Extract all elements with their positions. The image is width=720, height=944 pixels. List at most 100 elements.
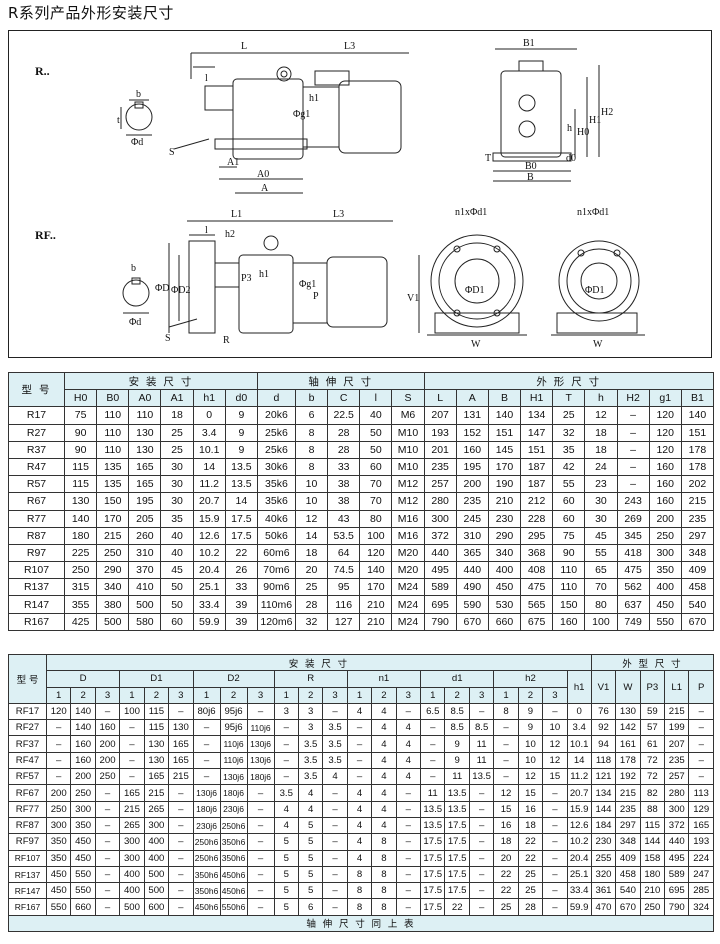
- value-cell: 5: [297, 882, 324, 900]
- value-cell: –: [395, 882, 422, 900]
- value-cell: 297: [615, 816, 641, 835]
- value-cell: 350: [45, 833, 72, 851]
- value-cell: 425: [63, 612, 98, 631]
- value-cell: –: [493, 735, 519, 753]
- index-header: 2: [517, 686, 544, 704]
- value-cell: 76: [590, 702, 617, 721]
- value-cell: 365: [455, 543, 489, 563]
- value-cell: 490: [455, 578, 489, 597]
- value-cell: 4: [371, 800, 397, 818]
- value-cell: 370: [128, 561, 162, 580]
- column-header: A: [455, 389, 489, 408]
- value-cell: 215: [96, 526, 130, 545]
- value-cell: 23: [584, 475, 618, 494]
- value-cell: 280: [664, 784, 690, 802]
- value-cell: 100: [119, 702, 145, 721]
- value-cell: –: [493, 719, 519, 737]
- value-cell: 14: [192, 457, 226, 477]
- dim-rf-bigd: ΦD: [155, 283, 170, 294]
- value-cell: 150: [552, 595, 586, 614]
- value-cell: 207: [664, 735, 690, 753]
- value-cell: 116: [327, 595, 361, 614]
- value-cell: 6: [294, 406, 329, 425]
- value-cell: 180: [63, 526, 98, 545]
- value-cell: 11: [420, 784, 446, 802]
- value-cell: –: [246, 833, 275, 851]
- model-cell: R77: [8, 509, 65, 528]
- dim-rf-nd1-a: n1xΦd1: [455, 207, 487, 218]
- value-cell: 184: [590, 816, 617, 835]
- rf-series-label: RF..: [35, 228, 56, 242]
- value-cell: 30: [160, 492, 194, 511]
- value-cell: 200: [455, 475, 489, 494]
- value-cell: 540: [615, 882, 641, 900]
- t2-model-header: 型 号: [8, 654, 47, 704]
- value-cell: –: [688, 719, 714, 737]
- sub-header: n1: [346, 670, 422, 688]
- value-cell: 8: [346, 898, 373, 916]
- value-cell: 215: [119, 800, 145, 818]
- value-cell: 110: [128, 406, 162, 425]
- value-cell: 193: [688, 833, 714, 851]
- value-cell: 4: [395, 735, 422, 753]
- value-cell: 6.5: [420, 702, 446, 721]
- value-cell: 250: [63, 561, 98, 580]
- value-cell: 450: [45, 865, 72, 884]
- value-cell: 5: [273, 865, 299, 884]
- value-cell: M10: [391, 423, 425, 442]
- value-cell: 350: [648, 561, 682, 580]
- value-cell: 8: [346, 882, 373, 900]
- model-cell: RF27: [8, 719, 47, 737]
- value-cell: 95j6: [219, 719, 248, 737]
- value-cell: 269: [616, 509, 650, 528]
- value-cell: –: [94, 849, 121, 867]
- value-cell: 695: [664, 882, 690, 900]
- dim-rf-d2: ΦD2: [171, 285, 191, 296]
- value-cell: 33: [327, 457, 361, 477]
- value-cell: 3.5: [297, 751, 324, 770]
- value-cell: 165: [128, 457, 162, 477]
- value-cell: M20: [391, 543, 425, 563]
- value-cell: 160: [648, 492, 682, 511]
- value-cell: 15.9: [192, 509, 226, 528]
- value-cell: 20.7: [192, 492, 226, 511]
- value-cell: 17.5: [444, 849, 470, 867]
- value-cell: 15: [542, 768, 568, 786]
- model-cell: RF97: [8, 833, 47, 851]
- dim-r-a0: A0: [257, 169, 269, 180]
- value-cell: 350h6: [219, 833, 248, 851]
- value-cell: 17.5: [420, 849, 446, 867]
- value-cell: 340: [96, 578, 130, 597]
- value-cell: 120: [648, 406, 682, 425]
- value-cell: 4: [346, 784, 373, 802]
- value-cell: 589: [664, 865, 690, 884]
- value-cell: 140: [359, 561, 393, 580]
- value-cell: 165: [119, 784, 145, 802]
- index-header: 1: [192, 686, 221, 704]
- value-cell: 13.5: [444, 800, 470, 818]
- value-cell: 500: [119, 898, 145, 916]
- value-cell: 250: [639, 898, 666, 916]
- value-cell: 660: [70, 898, 96, 916]
- value-cell: 8: [294, 423, 329, 442]
- value-cell: –: [493, 751, 519, 770]
- value-cell: 18: [493, 833, 519, 851]
- value-cell: 410: [128, 578, 162, 597]
- dim-rf-nd1-b: n1xΦd1: [577, 207, 609, 218]
- value-cell: 13.5: [420, 800, 446, 818]
- value-cell: 290: [96, 561, 130, 580]
- value-cell: 4: [346, 833, 373, 851]
- value-cell: –: [688, 751, 714, 770]
- value-cell: 300: [648, 543, 682, 563]
- value-cell: 75: [552, 526, 586, 545]
- value-cell: 4: [395, 751, 422, 770]
- dim-rf-r: R: [223, 335, 230, 346]
- value-cell: 25.1: [566, 865, 592, 884]
- rf-flange-front-view-2: [551, 240, 645, 336]
